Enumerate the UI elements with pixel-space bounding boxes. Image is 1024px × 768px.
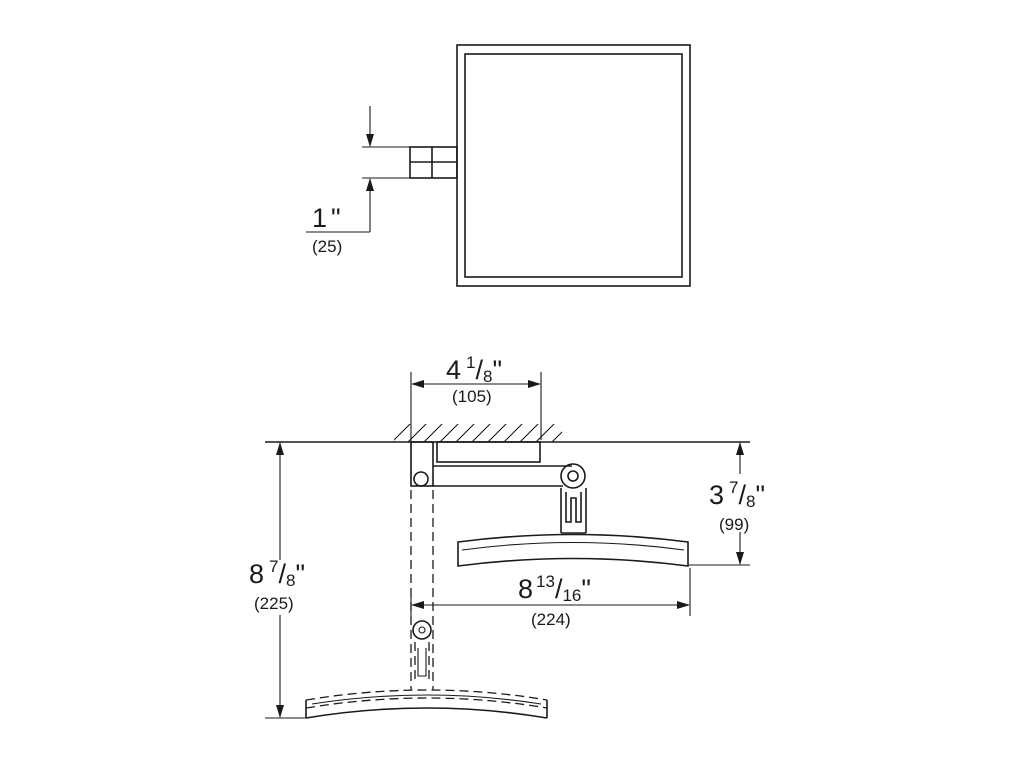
pivot-wall: [413, 471, 429, 487]
dimension-8-7-8-metric: (225): [254, 594, 294, 613]
hinge-block: [409, 146, 458, 179]
curved-mirror: [457, 533, 689, 567]
mirror-stem: [560, 488, 587, 534]
dimension-1-inch: 1" (25): [306, 106, 410, 256]
dimension-4-1-8-metric: (105): [452, 387, 492, 406]
mirror-inner-glass: [464, 53, 683, 278]
front-view: 1" (25): [306, 44, 691, 287]
dimension-3-7-8-metric: (99): [719, 515, 749, 534]
dimension-8-13-16-metric: (224): [531, 610, 571, 629]
extended-position: [305, 490, 548, 719]
swing-arm: [433, 441, 586, 489]
wall-hatch: [394, 424, 562, 442]
dimension-1-inch-metric: (25): [312, 237, 342, 256]
dimension-1-inch-value: 1": [312, 203, 341, 233]
mirror-outer-frame: [456, 44, 691, 287]
